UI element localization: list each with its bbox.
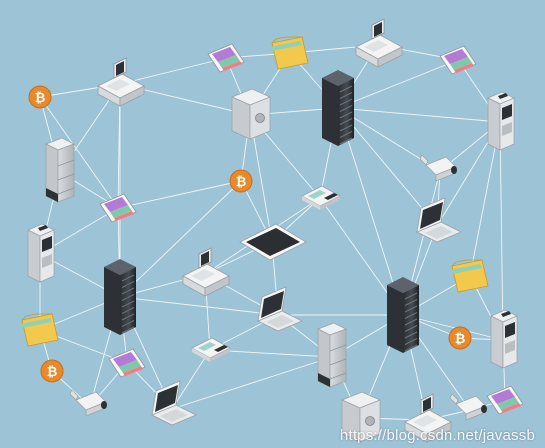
device-nodes: ₿ ₿ ₿ ₿ [20, 18, 524, 443]
cash-register-icon [97, 57, 145, 107]
connection-line [119, 296, 279, 316]
connection-line [171, 349, 211, 410]
laptop-icon [151, 380, 197, 426]
connection-line [117, 180, 242, 209]
atm-icon [27, 223, 55, 283]
folder-icon [450, 259, 489, 293]
folder-icon [270, 36, 309, 70]
svg-text:₿: ₿ [47, 365, 58, 380]
connection-line [119, 57, 227, 85]
connection-line [337, 59, 459, 109]
security-camera-icon [449, 393, 487, 421]
laptop-icon [416, 197, 462, 243]
server-rack-icon [387, 277, 419, 353]
connection-line [119, 180, 242, 298]
connection-line [39, 96, 119, 209]
server-rack-icon [322, 70, 354, 146]
filing-cabinet-icon [317, 322, 347, 388]
credit-card-icon [108, 348, 146, 378]
bitcoin-coin-icon: ₿ [28, 85, 52, 109]
security-camera-icon [69, 389, 107, 417]
credit-card-icon [99, 193, 137, 223]
connection-line [337, 107, 501, 123]
svg-text:₿: ₿ [35, 91, 46, 106]
credit-card-icon [207, 43, 245, 73]
cash-register-icon [182, 247, 230, 297]
filing-cabinet-icon [45, 137, 75, 203]
connection-line [337, 107, 404, 316]
cash-register-icon [404, 393, 452, 443]
laptop-icon [257, 286, 303, 332]
card-terminal-icon [301, 185, 341, 210]
bitcoin-coin-icon: ₿ [448, 326, 472, 350]
svg-text:₿: ₿ [236, 175, 247, 190]
card-terminal-icon [191, 337, 231, 362]
security-camera-icon [419, 154, 457, 182]
safe-icon [231, 88, 271, 140]
credit-card-icon [439, 45, 477, 75]
server-rack-icon [104, 259, 136, 335]
folder-icon [20, 313, 59, 347]
bitcoin-coin-icon: ₿ [40, 359, 64, 383]
safe-icon [341, 391, 381, 443]
connection-line [209, 349, 333, 358]
connection-line [402, 314, 504, 341]
svg-text:₿: ₿ [455, 332, 466, 347]
credit-card-icon [486, 385, 524, 415]
atm-icon [487, 91, 515, 151]
atm-icon [490, 309, 518, 369]
watermark: https://blog.csdn.net/javassb [339, 427, 535, 444]
cash-register-icon [355, 18, 403, 68]
connection-line [499, 121, 504, 341]
connection-line [171, 356, 333, 410]
bitcoin-coin-icon: ₿ [229, 169, 253, 193]
connection-line [337, 107, 438, 227]
tablet-icon [239, 223, 307, 261]
